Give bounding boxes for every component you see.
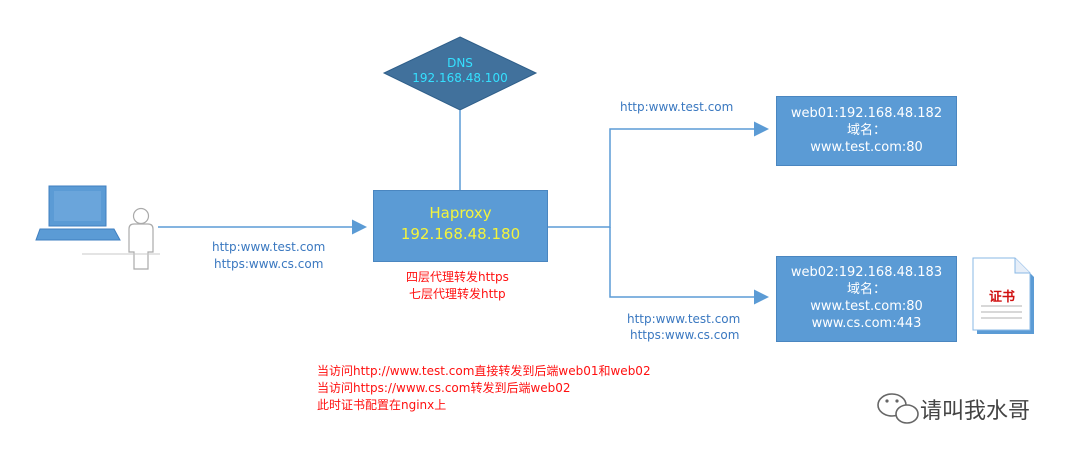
haproxy-note-l7: 七层代理转发http [409, 287, 506, 301]
haproxy-note-l4: 四层代理转发https [406, 270, 509, 284]
wechat-icon [877, 393, 919, 424]
web01-domain: www.test.com:80 [810, 140, 923, 155]
haproxy-to-web02-arrow [609, 227, 769, 305]
watermark-text: 请叫我水哥 [920, 399, 1031, 424]
route-bottom-http-label: http:www.test.com [627, 312, 741, 326]
web01-box: web01:192.168.48.182 域名： www.test.com:80 [776, 96, 957, 166]
haproxy-name: Haproxy [429, 204, 492, 222]
note-line-2: 当访问https://www.cs.com转发到后端web02 [317, 381, 571, 395]
route-top-label: http:www.test.com [620, 100, 734, 114]
web01-title: web01:192.168.48.182 [790, 106, 943, 121]
note-line-1: 当访问http://www.test.com直接转发到后端web01和web02 [317, 364, 651, 378]
note-line-3: 此时证书配置在nginx上 [317, 398, 447, 412]
certificate-icon [972, 257, 1034, 334]
web02-domain-label: 域名： [846, 282, 886, 297]
user-icon [128, 207, 154, 270]
laptop-icon [35, 185, 121, 241]
web02-title: web02:192.168.48.183 [790, 265, 943, 280]
dns-label: DNS 192.168.48.100 [400, 56, 520, 86]
web01-domain-label: 域名： [846, 123, 886, 138]
dns-name: DNS [447, 56, 473, 70]
client-https-label: https:www.cs.com [214, 257, 324, 271]
certificate-label: 证书 [989, 290, 1016, 305]
haproxy-to-web01-arrow [548, 121, 769, 228]
haproxy-box: Haproxy 192.168.48.180 [373, 190, 548, 262]
route-bottom-https-label: https:www.cs.com [630, 328, 740, 342]
web02-domain-2: www.cs.com:443 [811, 316, 922, 331]
web02-box: web02:192.168.48.183 域名： www.test.com:80… [776, 256, 957, 342]
web02-domain-1: www.test.com:80 [810, 299, 923, 314]
client-http-label: http:www.test.com [212, 240, 326, 254]
dns-ip: 192.168.48.100 [412, 71, 508, 85]
haproxy-ip: 192.168.48.180 [400, 225, 521, 243]
